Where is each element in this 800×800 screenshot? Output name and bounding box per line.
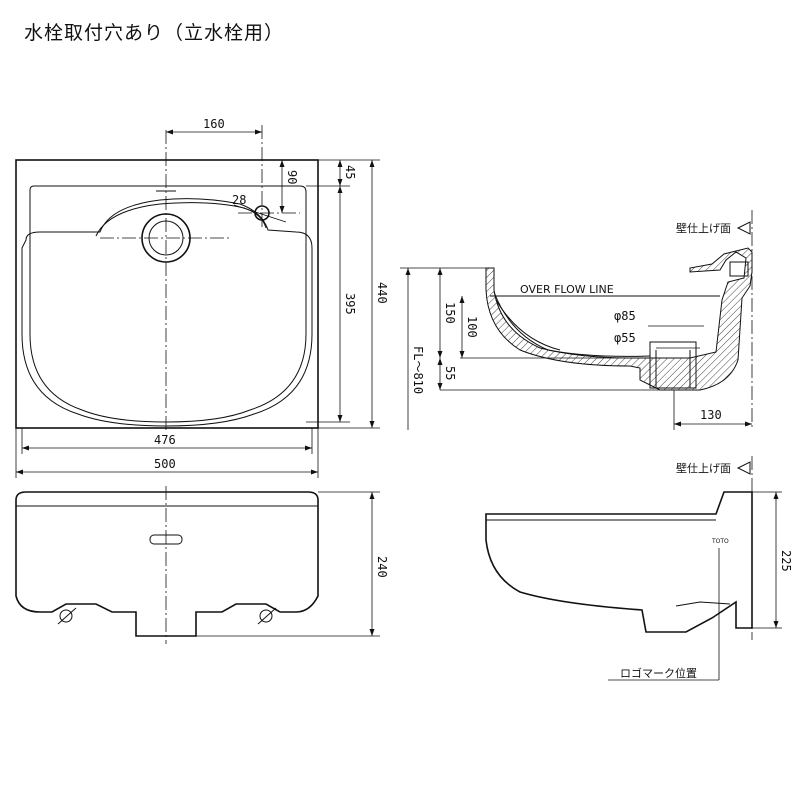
side-drain-detail (675, 601, 731, 607)
bolt-mark-right (257, 607, 277, 625)
overflow-label: OVER FLOW LINE (520, 283, 614, 296)
dim-150: 150 (443, 302, 457, 324)
wall-marker-2 (736, 461, 751, 475)
side-outline (485, 491, 753, 633)
dim-500: 500 (154, 457, 176, 471)
dim-phi85: φ85 (614, 309, 636, 323)
plan-outer-outline (15, 159, 319, 429)
dim-fl: FL～810 (411, 346, 425, 394)
front-outline (15, 491, 319, 637)
dim-395: 395 (343, 293, 357, 315)
dim-240: 240 (375, 556, 389, 578)
bowl-inner-curve-2 (495, 299, 561, 351)
plan-faucet-deck (95, 202, 267, 237)
side-elevation: 壁仕上げ面 TOTO 225 ロゴマーク位置 (485, 456, 793, 681)
wall-marker-1 (736, 221, 751, 235)
plan-bowl-outline (21, 198, 313, 427)
wall-finish-label-2: 壁仕上げ面 (676, 461, 731, 475)
bowl-inner-curve (493, 291, 651, 357)
mount-bolt-right (259, 609, 273, 623)
dim-55: 55 (443, 366, 457, 380)
dim-100-arrows (459, 296, 465, 358)
dim-225: 225 (779, 550, 793, 572)
mount-bolt-left (59, 609, 73, 623)
wall-finish-label-1: 壁仕上げ面 (676, 221, 731, 235)
dim-440: 440 (375, 282, 389, 304)
drain-pipe (649, 341, 697, 389)
brand-mark: TOTO (711, 538, 729, 545)
plan-rim-outline (29, 185, 307, 423)
dim-28-line (233, 204, 287, 223)
dim-130: 130 (700, 408, 722, 422)
faucet-block (729, 261, 749, 277)
dim-fl-arrow (405, 268, 411, 275)
plan-view: 160 90 28 45 395 440 476 (15, 117, 389, 478)
dim-45: 45 (343, 165, 357, 179)
dim-476: 476 (154, 433, 176, 447)
dim-100: 100 (465, 316, 479, 338)
drawing-title: 水栓取付穴あり（立水栓用） (24, 22, 285, 44)
basin-section-shell (485, 247, 753, 391)
dim-55-arrows (437, 358, 443, 390)
dim-phi55: φ55 (614, 331, 636, 345)
dim-45-arrows (337, 160, 343, 186)
dim-28: 28 (232, 193, 246, 207)
bolt-mark-left (57, 607, 77, 625)
dim-90: 90 (285, 170, 299, 184)
logo-position-label: ロゴマーク位置 (620, 666, 697, 680)
dim-160: 160 (203, 117, 225, 131)
section-view: 壁仕上げ面 OVER FLOW LINE φ85 φ55 150 100 55 (400, 210, 753, 430)
front-view: 240 (15, 486, 389, 644)
